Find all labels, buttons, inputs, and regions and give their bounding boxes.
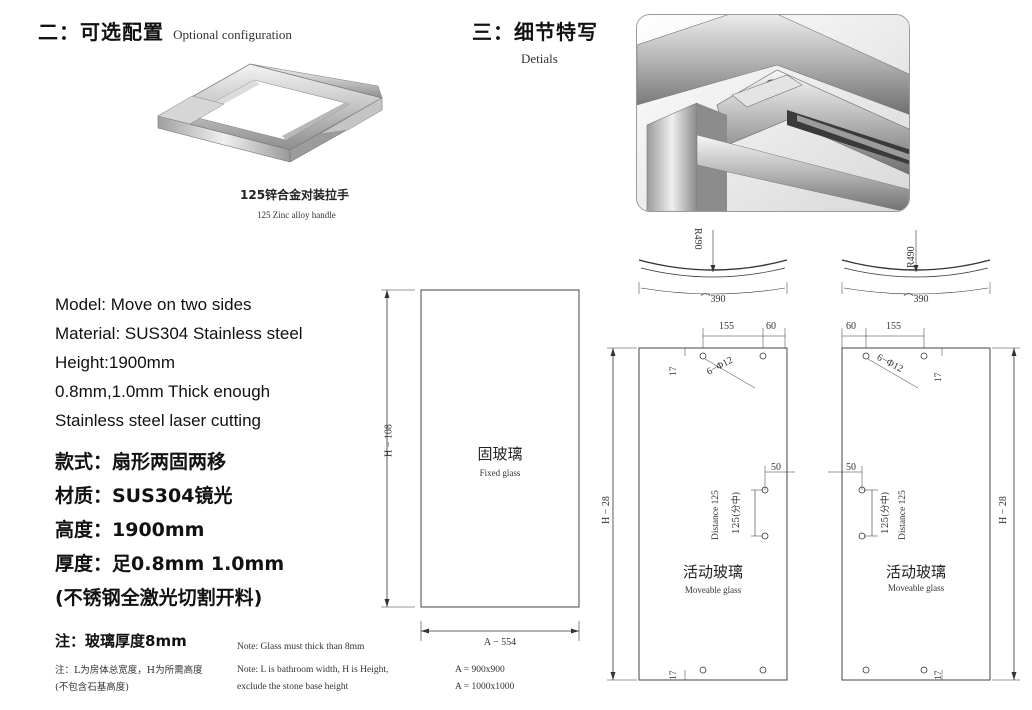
fixed-width-dim: A − 554: [483, 637, 517, 648]
left-arc-radius: R490: [692, 228, 703, 250]
spec-en-item: Model: Move on two sides: [55, 295, 252, 314]
right-dim-155: 155: [886, 321, 901, 332]
specs-cn-list: 款式：扇形两固两移 材质：SUS304镜光 高度：1900mm 厚度：足0.8m…: [55, 445, 284, 615]
section2-title: 二：可选配置: [38, 20, 164, 44]
moveable-left-drawing: R490 ⌒390 155 60 17 6−Φ12 50 Distance 12…: [601, 228, 801, 688]
spec-cn-item: 高度：1900mm: [55, 519, 205, 541]
fixed-label-cn: 固玻璃: [477, 445, 523, 463]
glass-note-cn: 注：玻璃厚度8mm: [55, 632, 187, 650]
right-arc-radius: R490: [906, 246, 917, 268]
left-dim-17-bottom: 17: [669, 670, 679, 681]
left-label-en: Moveable glass: [684, 585, 742, 595]
section2-subtitle: Optional configuration: [173, 27, 292, 42]
spec-en-item: Stainless steel laser cutting: [55, 411, 261, 430]
spec-en-item: Height:1900mm: [55, 353, 176, 372]
handle-caption-en: 125 Zinc alloy handle: [257, 210, 336, 220]
left-dim-17-top: 17: [669, 366, 679, 377]
fixed-glass-svg: [381, 289, 580, 641]
spec-cn-item: 材质：SUS304镜光: [55, 485, 233, 507]
moveable-right-svg: [828, 230, 1020, 681]
left-arc-chord: ⌒390: [700, 294, 726, 305]
lh-note-en: Note: L is bathroom width, H is Height, …: [237, 665, 389, 692]
fixed-label-en: Fixed glass: [479, 468, 521, 478]
right-label-en: Moveable glass: [887, 583, 945, 593]
right-height-dim: H − 28: [998, 496, 1009, 524]
size-notes: A = 900x900 A = 1000x1000: [455, 665, 515, 692]
fixed-height-dim: H − 108: [383, 424, 395, 457]
section2-header: 二：可选配置 Optional configuration: [38, 16, 292, 45]
right-arc-chord: ⌒390: [903, 294, 929, 305]
left-label-cn: 活动玻璃: [682, 563, 743, 581]
specs-en-list: Model: Move on two sides Material: SUS30…: [55, 290, 303, 435]
right-label-cn: 活动玻璃: [885, 563, 946, 581]
moveable-left-svg: [607, 230, 801, 681]
fixed-glass-drawing: H − 108 固玻璃 Fixed glass A − 554: [375, 285, 590, 660]
steel-frame-detail-icon: [637, 15, 909, 211]
detail-image: [636, 14, 910, 212]
section3-header: 三：细节特写: [472, 16, 598, 45]
spec-cn-item: 款式：扇形两固两移: [55, 451, 227, 473]
spec-cn-item: 厚度：足0.8mm 1.0mm: [55, 553, 285, 575]
left-distance-label: Distance 125: [711, 490, 721, 540]
left-height-dim: H − 28: [601, 496, 612, 524]
right-dim-17-top: 17: [934, 372, 944, 383]
spec-en-item: Material: SUS304 Stainless steel: [55, 324, 303, 343]
right-distance-label: Distance 125: [898, 490, 908, 540]
left-dim-155: 155: [719, 321, 734, 332]
right-dim-50: 50: [846, 462, 856, 473]
right-dim-60: 60: [846, 321, 856, 332]
right-dim-17-bottom: 17: [934, 670, 944, 681]
right-center-label: 125(分中): [881, 491, 891, 534]
handle-image: [150, 58, 390, 178]
left-dim-50: 50: [771, 462, 781, 473]
left-dim-60: 60: [766, 321, 776, 332]
handle-caption-cn: 125锌合金对装拉手: [240, 188, 350, 202]
lh-note-cn: 注：L为房体总宽度，H为所需高度 (不包含石基高度): [55, 665, 203, 693]
glass-note-en: Note: Glass must thick than 8mm: [237, 642, 365, 652]
moveable-right-drawing: R490 ⌒390 60 155 17 6−Φ12 50 125(分中) Dis…: [822, 228, 1022, 688]
section3-subtitle: Detials: [521, 51, 558, 66]
spec-cn-item: (不锈钢全激光切割开料): [55, 587, 263, 609]
steel-handle-icon: [156, 63, 384, 163]
section3-title: 三：细节特写: [472, 20, 598, 44]
spec-en-item: 0.8mm,1.0mm Thick enough: [55, 382, 271, 401]
left-center-label: 125(分中): [732, 491, 742, 534]
